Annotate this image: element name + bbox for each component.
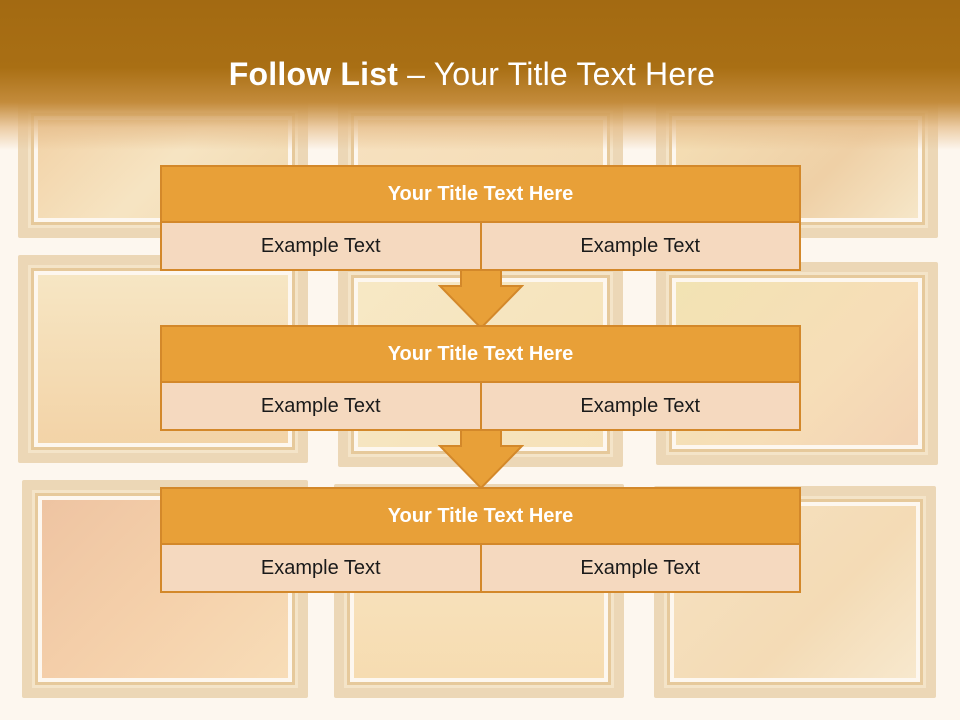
slide-title-rest: – Your Title Text Here: [398, 56, 716, 92]
step-row: Example Text Example Text: [160, 545, 801, 593]
step-title: Your Title Text Here: [160, 325, 801, 383]
step-title: Your Title Text Here: [160, 165, 801, 223]
step-block-2: Your Title Text Here Example Text Exampl…: [160, 325, 801, 431]
step-cell-right: Example Text: [481, 383, 801, 431]
step-row: Example Text Example Text: [160, 223, 801, 271]
step-cell-left: Example Text: [160, 383, 482, 431]
step-cell-right: Example Text: [481, 545, 801, 593]
step-title: Your Title Text Here: [160, 487, 801, 545]
step-cell-left: Example Text: [160, 545, 482, 593]
down-arrow-icon: [438, 430, 524, 490]
step-block-1: Your Title Text Here Example Text Exampl…: [160, 165, 801, 271]
slide-title: Follow List – Your Title Text Here: [0, 56, 944, 93]
step-row: Example Text Example Text: [160, 383, 801, 431]
header-band: [0, 0, 960, 150]
down-arrow-icon: [438, 270, 524, 330]
step-cell-right: Example Text: [481, 223, 801, 271]
slide-title-bold: Follow List: [228, 56, 399, 92]
step-block-3: Your Title Text Here Example Text Exampl…: [160, 487, 801, 593]
step-cell-left: Example Text: [160, 223, 482, 271]
